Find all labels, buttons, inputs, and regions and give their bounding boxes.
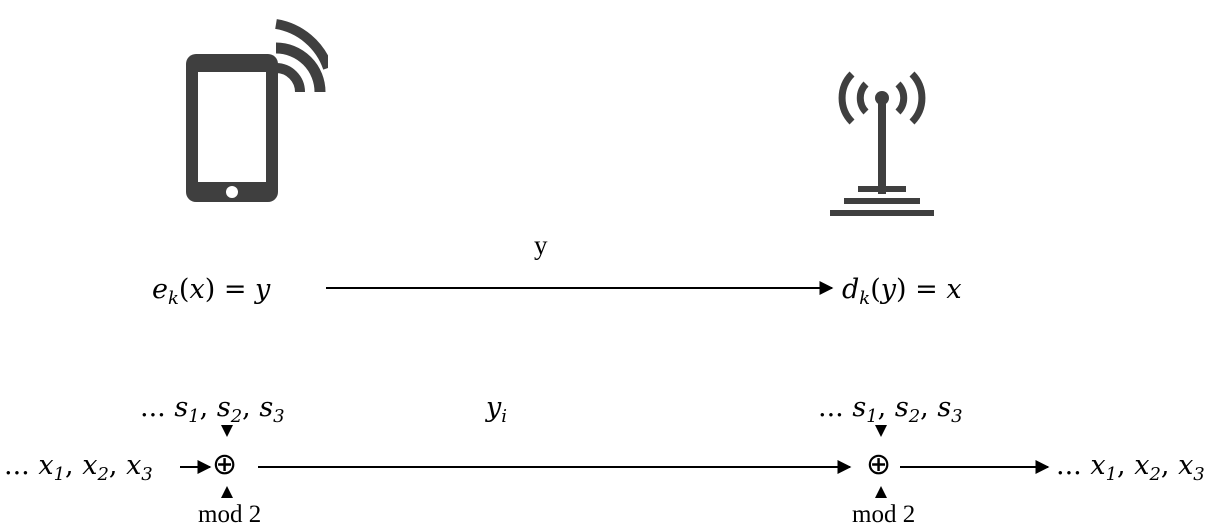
output-stream: ... x1, x2, x3 [1056,450,1205,485]
input-stream: ... x1, x2, x3 [4,450,153,485]
decryption-formula: dk(y) = x [842,274,962,309]
xor-operator-right: ⊕ [866,447,892,482]
mod-label-left: mod 2 [198,501,262,528]
cipher-stream-label: yi [486,392,508,427]
xor-operator-left: ⊕ [212,447,238,482]
antenna-tower-icon [830,71,934,216]
key-arrow-left [221,425,233,437]
channel-label: y [534,230,548,260]
key-arrow-right [875,425,887,437]
smartphone-icon [186,19,328,202]
mod-arrow-left [221,486,233,498]
mod-label-right: mod 2 [852,501,916,528]
mod-arrow-right [875,486,887,498]
encryption-formula: ek(x) = y [152,274,271,309]
key-stream-left: ... s1, s2, s3 [140,392,285,427]
key-stream-right: ... s1, s2, s3 [818,392,963,427]
